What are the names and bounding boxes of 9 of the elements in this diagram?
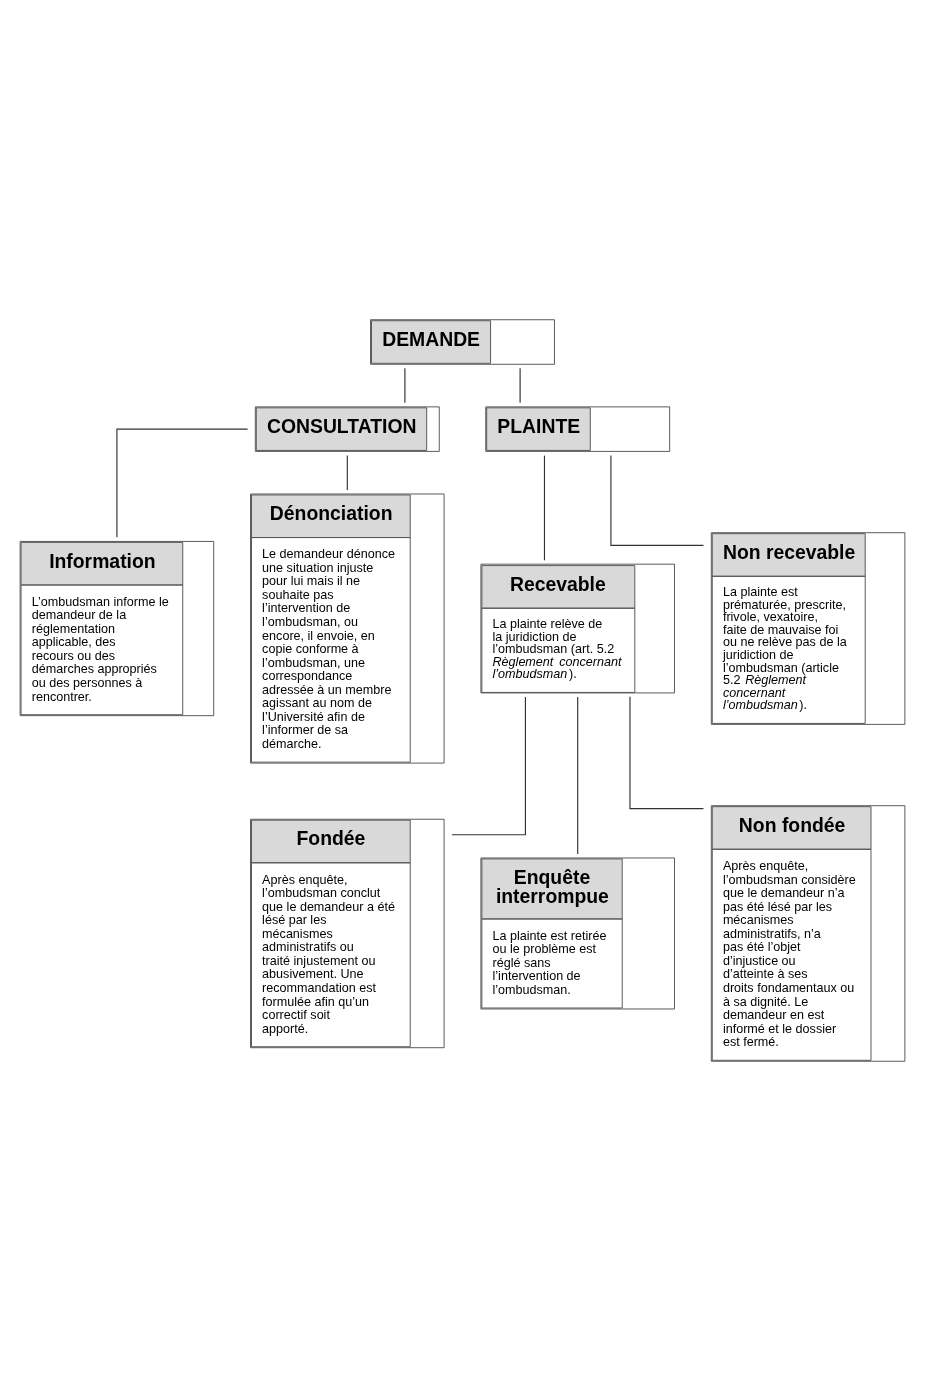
connector	[404, 367, 406, 404]
connector	[577, 696, 579, 855]
connector	[519, 367, 521, 404]
connector	[116, 428, 249, 538]
connector	[610, 454, 705, 546]
connector	[346, 455, 348, 491]
connector	[629, 696, 705, 810]
connector	[543, 455, 546, 561]
connector	[451, 696, 526, 836]
